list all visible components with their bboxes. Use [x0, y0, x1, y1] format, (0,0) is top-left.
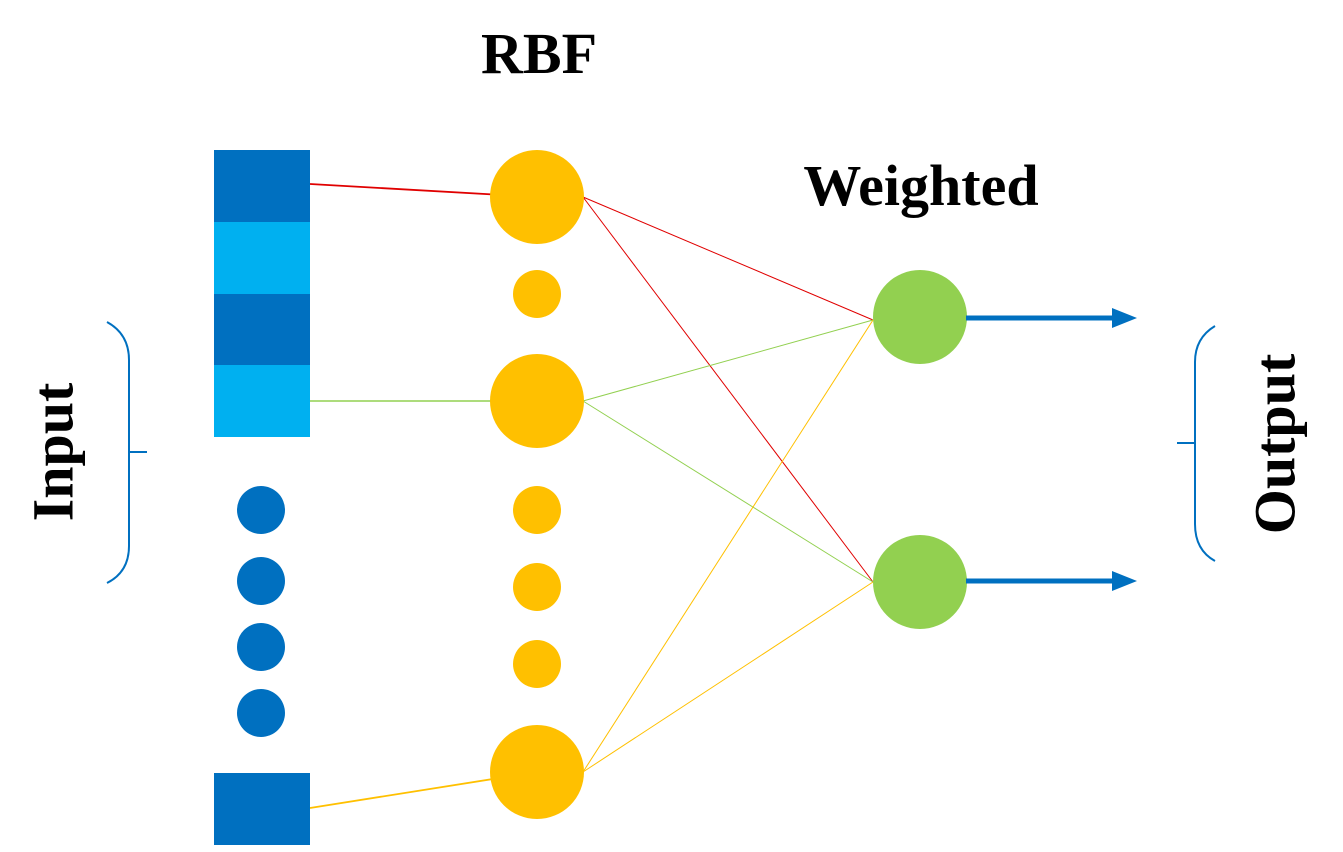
connection-rbf2-output2 [582, 400, 874, 583]
connection-rbf1-output1 [582, 196, 874, 321]
rbf-layer [490, 150, 584, 819]
weighted-label: Weighted [803, 153, 1038, 218]
input-ellipsis-dot-1 [237, 486, 285, 534]
output-node-2 [873, 535, 967, 629]
connection-rbf2-output1 [582, 319, 874, 402]
output-arrowhead-2 [1112, 571, 1137, 591]
output-layer [873, 270, 1137, 629]
rbf-node-3 [490, 725, 584, 819]
output-node-1 [873, 270, 967, 364]
input-block-1 [214, 150, 310, 222]
input-block-3 [214, 294, 310, 365]
rbf-ellipsis-dot-3 [513, 563, 561, 611]
rbf-node-2 [490, 354, 584, 448]
input-layer [214, 150, 310, 845]
input-block-last [214, 773, 310, 845]
rbf-ellipsis-dot-4 [513, 640, 561, 688]
connection-rbf3-output1 [582, 319, 874, 773]
connection-rbf3-output2 [582, 581, 874, 773]
connections [309, 183, 874, 809]
connection-rbf1-output2 [582, 196, 874, 583]
output-arrowhead-1 [1112, 308, 1137, 328]
input-bracket [106, 321, 147, 584]
rbf-label: RBF [481, 21, 597, 86]
brackets [106, 321, 1216, 584]
output-label: Output [1243, 353, 1308, 534]
input-ellipsis-dot-4 [237, 689, 285, 737]
input-ellipsis-dot-2 [237, 557, 285, 605]
input-label: Input [21, 382, 86, 521]
output-bracket [1177, 325, 1216, 562]
input-block-4 [214, 365, 310, 437]
rbf-ellipsis-dot-1 [513, 270, 561, 318]
input-ellipsis-dot-3 [237, 623, 285, 671]
input-block-2 [214, 222, 310, 294]
rbf-ellipsis-dot-2 [513, 486, 561, 534]
rbf-node-1 [490, 150, 584, 244]
labels: RBF Weighted Input Output [21, 21, 1308, 534]
